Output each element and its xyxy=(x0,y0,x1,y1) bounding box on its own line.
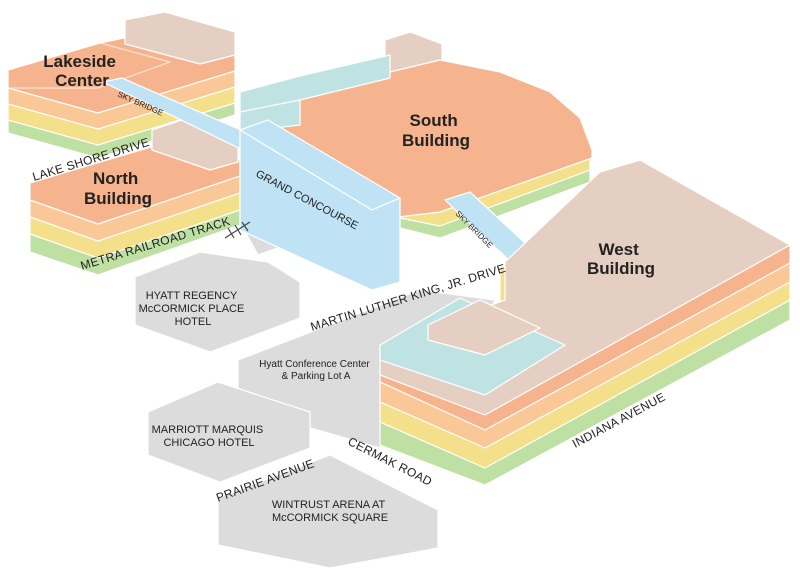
wintrust-block[interactable] xyxy=(217,454,439,568)
marriott-label: MARRIOTT MARQUIS CHICAGO HOTEL xyxy=(152,424,267,449)
south-building-label: South Building xyxy=(402,111,470,150)
north-building[interactable] xyxy=(29,119,241,276)
north-building-label: North Building xyxy=(84,169,152,208)
west-building[interactable] xyxy=(379,159,791,486)
concourse-front xyxy=(239,129,401,291)
hyatt-regency-block[interactable] xyxy=(134,251,301,353)
lakeside-center-building[interactable] xyxy=(7,11,236,159)
hyatt-regency-label: HYATT REGENCY McCORMICK PLACE HOTEL xyxy=(139,290,248,328)
railroad-track-icon xyxy=(224,221,251,239)
lakeside-center-label: Lakeside Center xyxy=(43,52,121,90)
wintrust-arena-label: WINTRUST ARENA AT McCORMICK SQUARE xyxy=(272,499,388,524)
west-building-label: West Building xyxy=(587,240,655,278)
marriott-block[interactable] xyxy=(147,381,311,483)
hyatt-conference-label: Hyatt Conference Center & Parking Lot A xyxy=(259,358,373,382)
